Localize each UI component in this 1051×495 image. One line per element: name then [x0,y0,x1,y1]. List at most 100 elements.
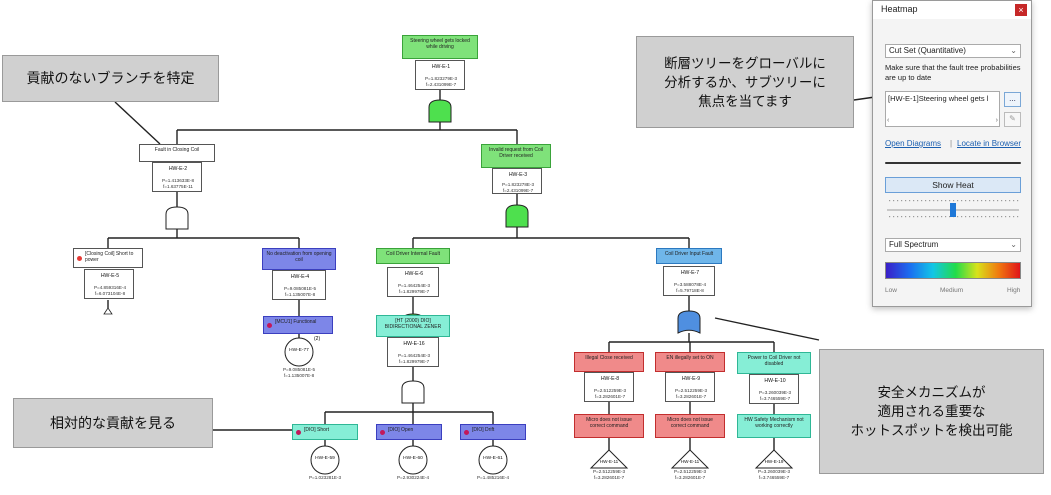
basic-event-circle[interactable] [478,445,508,475]
node-title: [DIO] Drift [472,427,495,433]
node-nodeact[interactable]: No deactivation from opening coil [262,248,336,270]
node-id: HW-E-7 [680,270,700,276]
node-probability: P=1.464254E-3 [397,353,431,358]
basic-event-probability: P=9.085081E-5 [282,367,316,372]
slider-tick [1005,216,1007,218]
slider-tick [1001,200,1003,202]
node-invalid[interactable]: Invalid request from Coil Driver receive… [481,144,551,168]
close-icon[interactable]: × [1015,4,1027,16]
browse-button[interactable]: ... [1004,92,1021,107]
slider-tick [993,200,995,202]
basic-event-circle[interactable] [310,445,340,475]
scroll-left-icon[interactable]: ‹ [887,117,890,124]
node-diode[interactable]: [HT (2000) DIO] BIDIRECTIONAL ZENER [376,315,450,337]
node-mcu[interactable]: [MCU1] Functional [263,316,333,334]
node-failure-rate: f=1.829979E-7 [398,289,430,294]
slider-tick [1017,216,1019,218]
slider-tick [965,216,967,218]
slider-tick [897,216,899,218]
slider-tick [929,200,931,202]
status-dot-icon [267,323,272,328]
basic-event-id: HW-E-61 [483,456,503,461]
node-title: Micro does not issue correct command [667,417,713,429]
slider-thumb[interactable] [950,203,956,217]
horizontal-scrollbar[interactable]: ‹ › [887,117,998,125]
node-micro2[interactable]: Micro does not issue correct command [655,414,725,438]
transfer-triangle-icon[interactable] [589,449,629,469]
node-title: [MCU1] Functional [275,319,317,325]
node-en[interactable]: EN illegally set to ON [655,352,725,372]
gate-diode-icon[interactable] [401,380,425,404]
node-open[interactable]: [DIO] Open [376,424,442,440]
slider-tick [953,200,955,202]
node-power[interactable]: Power to Coil Driver not disabled [737,352,811,374]
scale-high-label: High [1007,287,1021,294]
show-heat-button[interactable]: Show Heat [885,177,1021,193]
node-title: Power to Coil Driver not disabled [747,355,801,367]
node-failure-rate: f=1.63775E-11 [163,184,193,189]
edit-button[interactable]: ✎ [1004,112,1021,127]
basic-event-circle[interactable] [284,337,314,367]
transfer-triangle-icon[interactable] [103,307,113,315]
heat-color-scale [885,262,1021,279]
node-drift[interactable]: [DIO] Drift [460,424,526,440]
transfer-probability: P=3.260039E-3 [757,469,791,474]
node-fault[interactable]: Fault in Closing Coil [139,144,215,162]
callout-inactive-branches: 貢献のないブランチを特定 [2,55,219,102]
node-cdif[interactable]: Coil Driver Input Fault [656,248,722,264]
slider-tick [925,216,927,218]
slider-tick [901,216,903,218]
gate-fault-icon[interactable] [165,206,189,230]
divider [885,162,1021,164]
scroll-right-icon[interactable]: › [995,117,998,124]
node-closing[interactable]: [Closing Coil] Short to power [73,248,143,268]
open-diagrams-link[interactable]: Open Diagrams [885,139,942,148]
locate-in-browser-link[interactable]: Locate in Browser [957,139,1022,148]
node-failure-rate: f=3.282601E-7 [594,394,626,399]
transfer-triangle-icon[interactable] [670,449,710,469]
slider-tick [973,216,975,218]
basic-event-id: HW-E-60 [403,456,423,461]
node-top[interactable]: Steering wheel gets locked while driving [402,35,478,59]
transfer-triangle-icon[interactable] [754,449,794,469]
heatmap-target-item[interactable]: [HW-E-1]Steering wheel gets l [888,94,989,103]
callout-pointer-line [114,101,161,145]
gate-cdif-icon[interactable] [677,310,701,334]
node-failure-rate: f=6.073104E-8 [94,291,126,296]
slider-tick [1009,200,1011,202]
spectrum-select[interactable]: Full Spectrum ⌄ [885,238,1021,252]
node-short[interactable]: [DIO] Short [292,424,358,440]
slider-tick [997,200,999,202]
slider-tick [933,200,935,202]
node-title: No deactivation from opening coil [266,251,332,263]
gate-top-icon[interactable] [428,99,452,123]
node-failure-rate: f=2.431099E-7 [502,188,534,193]
node-failure-rate: f=2.431099E-7 [425,82,457,87]
node-safety[interactable]: HW Safety Mechanism not working correctl… [737,414,811,438]
slider-tick [965,200,967,202]
heatmap-mode-value: Cut Set (Quantitative) [889,46,966,55]
node-illegal[interactable]: Illegal Close received [574,352,644,372]
slider-tick [929,216,931,218]
node-title: Steering wheel gets locked while driving [410,38,470,50]
scale-medium-label: Medium [940,287,964,294]
node-cdi[interactable]: Coil Driver Internal Fault [376,248,450,264]
node-micro1[interactable]: Micro does not issue correct command [574,414,644,438]
heatmap-mode-select[interactable]: Cut Set (Quantitative) ⌄ [885,44,1021,58]
heatmap-target-list[interactable]: [HW-E-1]Steering wheel gets l ‹ › [885,91,1000,127]
slider-tick [945,200,947,202]
slider-tick [925,200,927,202]
node-title: [Closing Coil] Short to power [85,251,134,263]
slider-tick [905,200,907,202]
node-id: HW-E-9 [681,376,701,382]
slider-tick [941,216,943,218]
heat-threshold-slider[interactable] [885,196,1021,224]
gate-invalid-icon[interactable] [505,204,529,228]
basic-event-failure-rate: f=1.135007E-8 [283,373,315,378]
basic-event-circle[interactable] [398,445,428,475]
